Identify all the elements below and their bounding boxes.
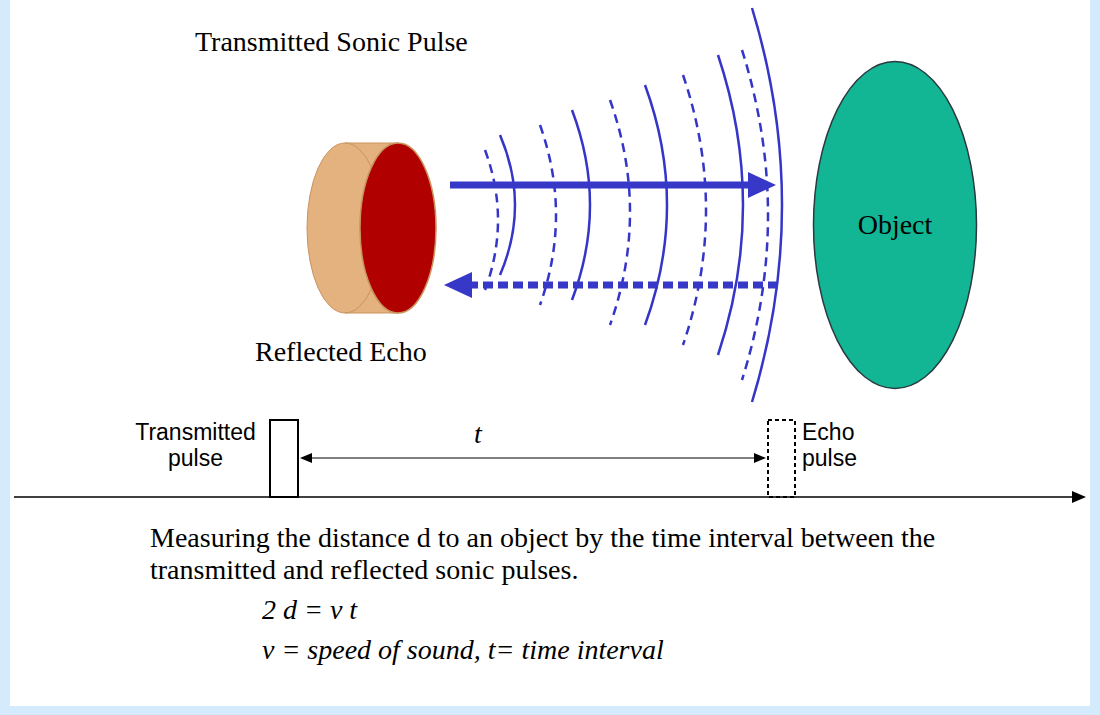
caption-text: Measuring the distance d to an object by… bbox=[150, 522, 950, 586]
node-label: Object bbox=[812, 209, 978, 241]
label-text: Transmitted Sonic Pulse bbox=[195, 26, 468, 58]
timeline bbox=[14, 420, 1086, 503]
echo-fronts bbox=[485, 50, 768, 380]
echo-arrow bbox=[444, 272, 778, 298]
label-text: Transmitted pulse bbox=[128, 420, 263, 472]
transducer bbox=[307, 143, 436, 313]
transmit-arrow bbox=[450, 172, 776, 198]
label-text: Echo pulse bbox=[802, 420, 882, 472]
wave-fronts bbox=[500, 8, 782, 402]
object-ellipse: Object bbox=[812, 60, 978, 390]
label-text: t bbox=[474, 418, 482, 450]
label-text: v = speed of sound, t= time interval bbox=[262, 634, 664, 666]
label-text: 2 d = v t bbox=[262, 594, 357, 626]
label-text: Reflected Echo bbox=[255, 336, 427, 368]
